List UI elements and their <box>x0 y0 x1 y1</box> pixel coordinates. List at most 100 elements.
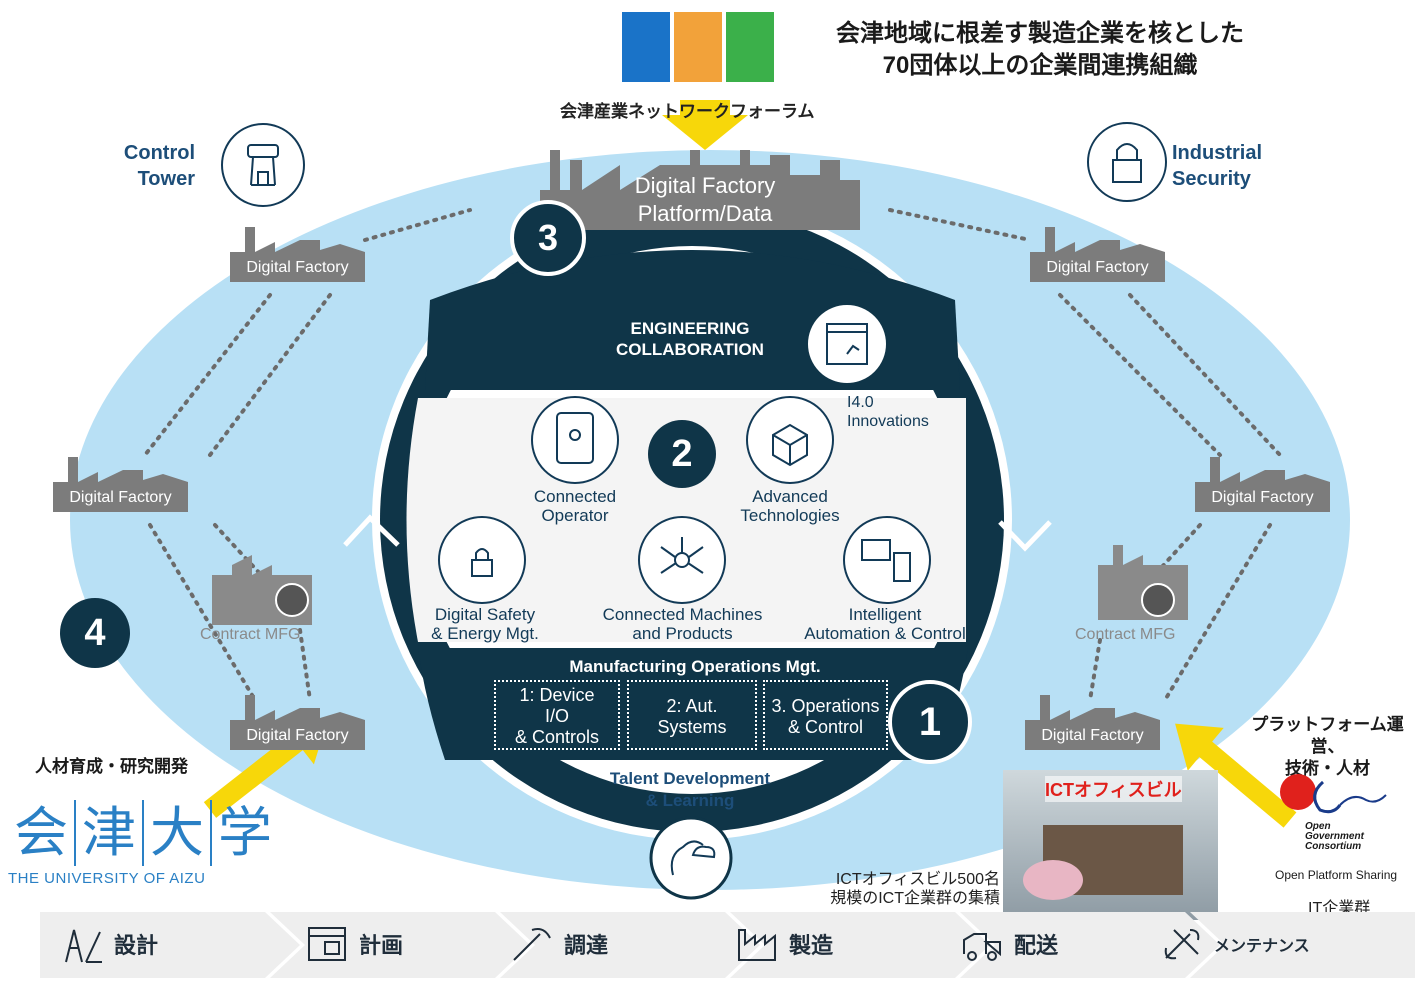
talent-learning-icon <box>649 816 733 900</box>
process-step-delivery: 配送 <box>960 912 1058 976</box>
talent-line1: Talent Development <box>609 769 771 788</box>
connected-machines-icon <box>638 516 726 604</box>
delivery-icon <box>963 933 1001 961</box>
contract-mfg-right-icon <box>1098 545 1188 620</box>
digital-factory-mid-left-icon <box>53 457 188 512</box>
mom-band <box>418 648 968 760</box>
ogc-arrow <box>1175 723 1297 828</box>
contract-mfg-label: Contract MFG <box>200 626 301 643</box>
i40-line2: Innovations <box>847 413 929 430</box>
connected-machines-line1: Connected Machines <box>602 605 763 624</box>
contract-mfg-label: Contract MFG <box>1075 626 1176 643</box>
university-kanji-2: 津 <box>74 800 142 866</box>
ogc-line1: Open <box>1305 821 1331 832</box>
maintenance-icon <box>1164 929 1200 960</box>
digital-safety-line2: & Energy Mgt. <box>431 624 539 643</box>
digital-factory-label: Digital Factory <box>246 727 349 744</box>
procurement-icon <box>513 928 551 961</box>
header-title-line2: 70団体以上の企業間連携組織 <box>882 52 1198 79</box>
process-step-label: 配送 <box>1014 933 1059 958</box>
process-step-label: メンテナンス <box>1214 938 1310 955</box>
plan-icon <box>308 927 346 961</box>
i40-innovations-icon <box>806 303 888 385</box>
manufacturing-icon <box>738 929 776 961</box>
digital-factory-label: Digital Factory <box>1211 489 1314 506</box>
platform-label-line2: 技術・人材 <box>1285 759 1370 778</box>
digital-factory-label: Digital Factory <box>69 489 172 506</box>
ops-sharing: Open Platform Sharing <box>1275 868 1398 882</box>
anf-logo <box>622 12 777 82</box>
university-logo: 会 津 大 学 <box>8 800 278 866</box>
ict-caption-line1: ICTオフィスビル500名 <box>835 871 1000 888</box>
header-title-line1: 会津地域に根差す製造企業を核とした <box>836 20 1244 47</box>
number-two-badge: 2 <box>648 420 716 488</box>
intelligent-automation-line1: Intelligent <box>848 605 922 624</box>
design-icon <box>65 929 102 963</box>
talent-line2: & Learning <box>645 791 735 810</box>
university-kanji-4: 学 <box>210 800 278 866</box>
mom-box-operations: 3. Operations & Control <box>763 680 888 750</box>
industrial-security-line2: Security <box>1172 168 1251 190</box>
digital-factory-label: Digital Factory <box>246 259 349 276</box>
process-step-design: 設計 <box>60 912 158 976</box>
ict-building-title: ICTオフィスビル <box>1045 776 1182 802</box>
process-step-label: 計画 <box>359 933 404 958</box>
mom-box-device-line3: & Controls <box>514 727 600 747</box>
intelligent-automation-line2: Automation & Control <box>804 624 966 643</box>
digital-factory-top-left-icon <box>230 227 365 282</box>
center-factory-icon <box>540 150 860 230</box>
mom-box-operations-line2: & Control <box>787 717 864 737</box>
hr-label: 人材育成・研究開発 <box>35 757 188 776</box>
lock-icon <box>1087 122 1167 202</box>
ogc-line2: Government <box>1305 831 1364 842</box>
intelligent-automation-icon <box>843 516 931 604</box>
number-one-badge: 1 <box>888 680 972 764</box>
center-factory-line2: Platform/Data <box>637 201 773 226</box>
contract-mfg-left-icon <box>212 555 312 625</box>
mom-box-device-line1: 1: Device <box>519 685 595 705</box>
ict-caption-line2: 規模のICT企業群の集積 <box>830 890 1000 907</box>
advanced-technologies-line1: Advanced <box>752 487 828 506</box>
process-step-label: 設計 <box>114 933 159 958</box>
digital-safety-line1: Digital Safety <box>434 605 536 624</box>
digital-factory-mid-right-icon <box>1195 457 1330 512</box>
mom-title: Manufacturing Operations Mgt. <box>569 657 821 676</box>
control-tower-line1: Control <box>123 142 195 164</box>
engineering-line2: COLLABORATION <box>616 340 764 359</box>
ogc-logo <box>1280 774 1387 814</box>
process-bar <box>40 912 1415 978</box>
university-kanji-1: 会 <box>14 801 68 864</box>
advanced-technologies-line2: Technologies <box>740 506 840 525</box>
number-four-badge: 4 <box>60 598 130 668</box>
process-step-procurement: 調達 <box>510 912 608 976</box>
control-tower-line2: Tower <box>137 168 195 190</box>
university-kanji-3: 大 <box>142 800 210 866</box>
process-step-label: 調達 <box>564 933 609 958</box>
connected-operator-line1: Connected <box>533 487 617 506</box>
anf-arrow <box>662 100 748 150</box>
advanced-technologies-icon <box>746 396 834 484</box>
mom-box-aut: 2: Aut. Systems <box>627 680 757 750</box>
digital-factory-bottom-left-icon <box>230 695 365 750</box>
connected-machines-line2: and Products <box>632 624 733 643</box>
digital-factory-label: Digital Factory <box>1041 727 1144 744</box>
ogc-line3: Consortium <box>1305 841 1362 852</box>
university-english-name: THE UNIVERSITY OF AIZU <box>8 870 206 887</box>
i40-line1: I4.0 <box>847 394 874 411</box>
engineering-line1: ENGINEERING <box>630 319 750 338</box>
digital-factory-bottom-right-icon <box>1025 695 1160 750</box>
mom-box-aut-line1: 2: Aut. <box>666 696 718 716</box>
mom-box-operations-line1: 3. Operations <box>771 696 880 716</box>
mom-box-aut-line2: Systems <box>657 717 727 737</box>
ring-arrow-left-icon <box>343 514 400 547</box>
process-step-label: 製造 <box>789 933 834 958</box>
mom-box-device: 1: Device I/O & Controls <box>494 680 620 750</box>
mom-box-device-line2: I/O <box>544 706 569 726</box>
ict-building-photo <box>1003 770 1218 920</box>
process-step-plan: 計画 <box>305 912 403 976</box>
industrial-security-line1: Industrial <box>1172 142 1263 164</box>
anf-name: 会津産業ネットワークフォーラム <box>560 102 815 121</box>
connected-operator-line2: Operator <box>541 506 609 525</box>
digital-factory-label: Digital Factory <box>1046 259 1149 276</box>
center-factory-line1: Digital Factory <box>634 173 776 198</box>
